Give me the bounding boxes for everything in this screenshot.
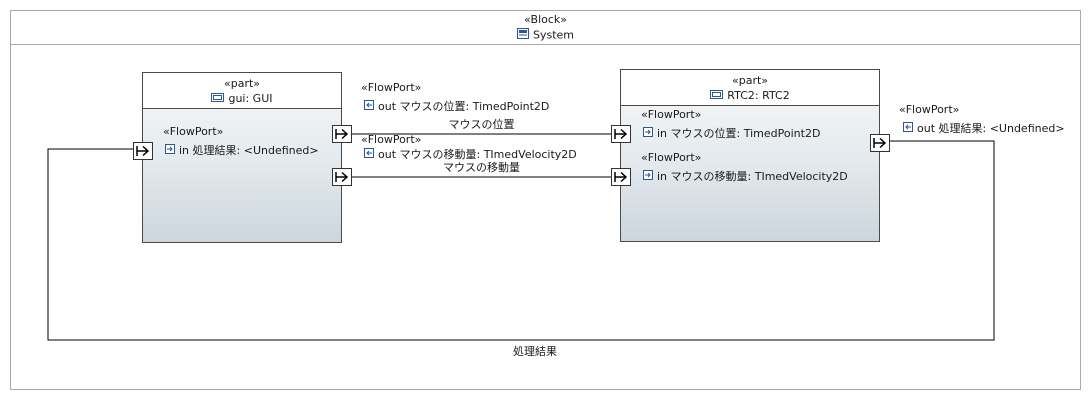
- block-title: System: [532, 28, 575, 42]
- port-gui-out-movement[interactable]: [332, 168, 352, 186]
- port-gui-out-position[interactable]: [332, 125, 352, 143]
- ext-port2-label-row: out マウスの移動量: TImedVelocity2D: [364, 148, 577, 162]
- flowport-out-icon: [364, 100, 374, 114]
- port-rtc2-in-position[interactable]: [611, 125, 631, 143]
- gui-port-label-row: in 処理結果: <Undefined>: [165, 144, 319, 158]
- part-rtc2[interactable]: «part» RTC2: RTC2 «FlowPort» in マウスの位置: …: [620, 69, 880, 242]
- connector-label-mouse-movement: マウスの移動量: [443, 161, 520, 174]
- port-gui-in-result[interactable]: [133, 142, 153, 160]
- port-arrow-icon: [136, 145, 150, 157]
- part-gui-stereotype: «part»: [223, 77, 261, 90]
- port-rtc2-out-result[interactable]: [870, 134, 890, 152]
- part-gui-header: «part» gui: GUI: [143, 73, 341, 109]
- block-stereotype: «Block»: [523, 13, 568, 26]
- flowport-in-icon: [643, 127, 653, 141]
- ext-port1-label: out マウスの位置: TimedPoint2D: [378, 100, 550, 113]
- ext-port2-label: out マウスの移動量: TImedVelocity2D: [378, 148, 577, 161]
- part-icon: [211, 92, 225, 106]
- part-gui[interactable]: «part» gui: GUI «FlowPort» in 処理結果: <Und…: [142, 72, 342, 243]
- part-rtc2-title-row: RTC2: RTC2: [621, 89, 879, 103]
- ext-port2-stereotype: «FlowPort»: [361, 133, 422, 146]
- connector-label-process-result: 処理結果: [513, 345, 557, 358]
- port-arrow-icon: [614, 171, 628, 183]
- rtc2-port1-stereotype: «FlowPort»: [641, 108, 702, 121]
- part-rtc2-header: «part» RTC2: RTC2: [621, 70, 879, 106]
- port-arrow-icon: [873, 137, 887, 149]
- block-frame: [10, 10, 1081, 390]
- rtc2-port1-label-row: in マウスの位置: TimedPoint2D: [643, 127, 820, 141]
- flowport-out-icon: [903, 122, 913, 136]
- part-rtc2-stereotype: «part»: [731, 74, 769, 87]
- ext-port3-label: out 処理結果: <Undefined>: [917, 122, 1065, 135]
- port-arrow-icon: [335, 128, 349, 140]
- ext-port1-stereotype: «FlowPort»: [361, 81, 422, 94]
- rtc2-port2-stereotype: «FlowPort»: [641, 151, 702, 164]
- port-arrow-icon: [335, 171, 349, 183]
- rtc2-port1-label: in マウスの位置: TimedPoint2D: [657, 127, 821, 140]
- ext-port3-stereotype: «FlowPort»: [899, 103, 960, 116]
- part-gui-title-row: gui: GUI: [143, 92, 341, 106]
- ext-port1-label-row: out マウスの位置: TimedPoint2D: [364, 100, 549, 114]
- ext-port3-label-row: out 処理結果: <Undefined>: [903, 122, 1065, 136]
- block-icon: [516, 28, 529, 43]
- gui-port-label: in 処理結果: <Undefined>: [179, 144, 319, 157]
- rtc2-port2-label: in マウスの移動量: TImedVelocity2D: [657, 170, 848, 183]
- rtc2-port2-label-row: in マウスの移動量: TImedVelocity2D: [643, 170, 848, 184]
- flowport-in-icon: [643, 170, 653, 184]
- port-arrow-icon: [614, 128, 628, 140]
- part-icon: [710, 89, 724, 103]
- gui-port-stereotype: «FlowPort»: [163, 125, 224, 138]
- part-gui-title: gui: GUI: [228, 92, 273, 105]
- flowport-out-icon: [364, 148, 374, 162]
- port-rtc2-in-movement[interactable]: [611, 168, 631, 186]
- flowport-in-icon: [165, 144, 175, 158]
- block-frame-header: «Block» System: [10, 10, 1081, 45]
- connector-label-mouse-position: マウスの位置: [448, 118, 515, 131]
- part-rtc2-title: RTC2: RTC2: [727, 89, 790, 102]
- block-title-row[interactable]: System: [10, 28, 1081, 43]
- connector-process-result[interactable]: [47, 140, 995, 341]
